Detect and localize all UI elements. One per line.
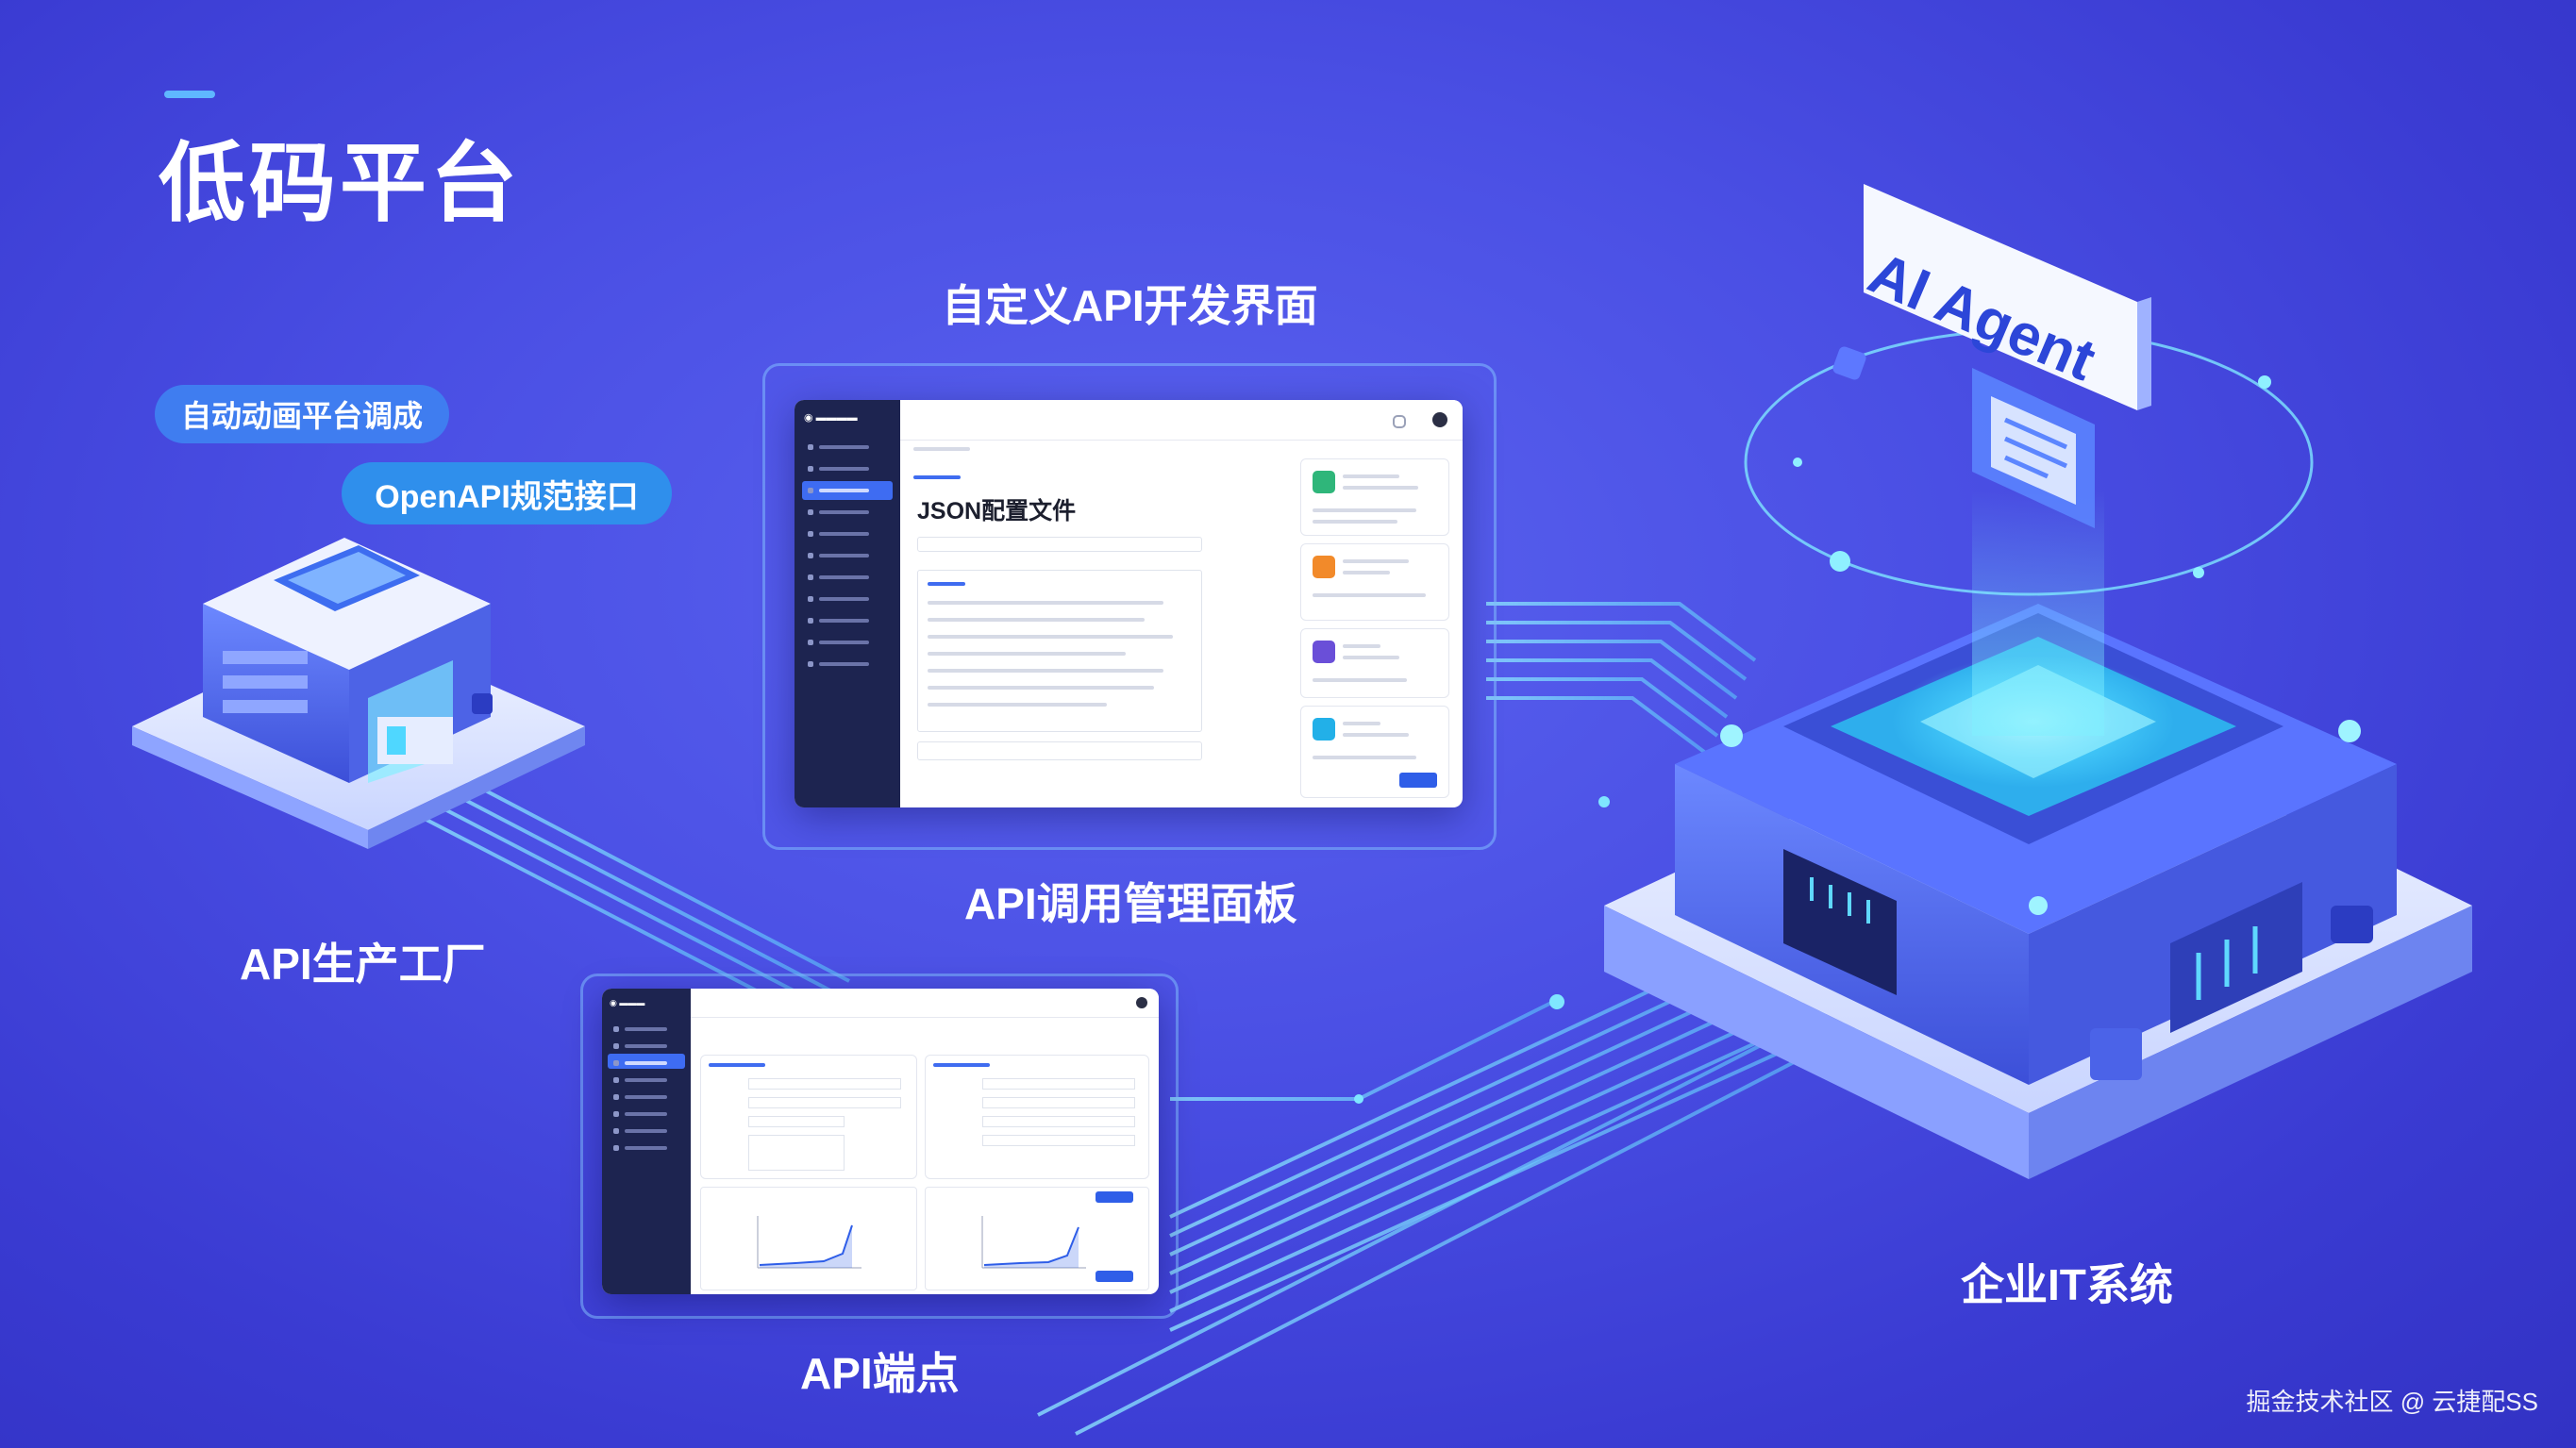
sidebar-item[interactable] [608,1105,685,1120]
config-name-input[interactable] [917,537,1202,552]
watermark-footer: 掘金技术社区 @ 云捷配SS [2246,1388,2538,1416]
api-endpoint-window: ◉ ▬▬▬ [602,989,1159,1294]
sidebar-item-active[interactable] [608,1054,685,1069]
node-dots [1354,796,1610,1104]
config-logo-icon: ◉ ▬▬▬▬ [804,412,858,424]
chart-action-button[interactable] [1096,1191,1133,1203]
label-api-endpoint: API端点 [800,1349,960,1398]
endpoint-form-card [700,1055,917,1179]
sidebar-item[interactable] [608,1037,685,1052]
connection-lines-panel [1486,602,1757,757]
endpoint-chart-2 [925,1187,1149,1290]
sidebar-item[interactable] [608,1020,685,1035]
connection-lines-factory [424,658,850,1011]
sidebar-item[interactable] [608,1139,685,1154]
sidebar-item[interactable] [802,568,893,587]
endpoint-input[interactable] [982,1116,1135,1127]
sidebar-item[interactable] [802,459,893,478]
chart-sparkline-2 [981,1216,1086,1269]
endpoint-input[interactable] [982,1097,1135,1108]
api-card[interactable] [1300,543,1449,621]
sidebar-item[interactable] [802,611,893,630]
endpoint-input[interactable] [748,1097,901,1108]
config-topbar [900,400,1463,441]
sidebar-item[interactable] [802,655,893,674]
chart-save-button[interactable] [1096,1271,1133,1282]
section-tab[interactable] [913,475,961,479]
sidebar-item[interactable] [608,1088,685,1103]
endpoint-frame [580,974,1179,1319]
api-card-icon [1313,556,1335,578]
sidebar-item[interactable] [608,1122,685,1137]
avatar[interactable] [1136,997,1147,1008]
sidebar-item[interactable] [802,524,893,543]
label-api-call-panel: API调用管理面板 [964,879,1297,928]
chart-sparkline-1 [757,1216,861,1269]
sidebar-item[interactable] [802,503,893,522]
avatar[interactable] [1432,412,1447,427]
endpoint-chart-1 [700,1187,917,1290]
panel-frame [762,363,1497,850]
endpoint-input[interactable] [982,1078,1135,1090]
api-card[interactable] [1300,706,1449,798]
json-editor[interactable] [917,570,1202,732]
endpoint-settings-card [925,1055,1149,1179]
sidebar-item[interactable] [802,590,893,608]
enterprise-server [1604,184,2472,1179]
confirm-button[interactable] [1399,773,1437,788]
api-card[interactable] [1300,628,1449,698]
sidebar-item[interactable] [802,438,893,457]
endpoint-topbar [691,989,1159,1018]
label-enterprise-it: 企业IT系统 [1961,1260,2173,1309]
endpoint-input[interactable] [982,1135,1135,1146]
page-title: 低码平台 [159,136,522,232]
endpoint-input[interactable] [748,1078,901,1090]
api-config-window: ◉ ▬▬▬▬ JSON配置文件 [795,400,1463,807]
openapi-pill: OpenAPI规范接口 [342,462,672,524]
json-config-heading: JSON配置文件 [917,498,1077,524]
api-card[interactable] [1300,458,1449,536]
breadcrumb [913,447,970,451]
config-sidebar: ◉ ▬▬▬▬ [795,400,900,807]
sidebar-item[interactable] [608,1071,685,1086]
endpoint-logo-icon: ◉ ▬▬▬ [610,998,645,1007]
settings-icon[interactable] [1393,415,1406,428]
api-card-icon [1313,471,1335,493]
sidebar-item-active[interactable] [802,481,893,500]
endpoint-sidebar: ◉ ▬▬▬ [602,989,691,1294]
title-accent-bar [164,91,215,98]
api-card-icon [1313,641,1335,663]
sidebar-item[interactable] [802,546,893,565]
endpoint-textarea[interactable] [748,1135,845,1171]
label-api-factory: API生产工厂 [240,940,486,989]
footer-input[interactable] [917,741,1202,760]
auto-debug-pill: 自动动画平台调成 [155,385,449,443]
api-card-icon [1313,718,1335,741]
label-custom-api-ui: 自定义API开发界面 [942,281,1318,330]
endpoint-input[interactable] [748,1116,845,1127]
api-factory-building [132,538,585,849]
sidebar-item[interactable] [802,633,893,652]
